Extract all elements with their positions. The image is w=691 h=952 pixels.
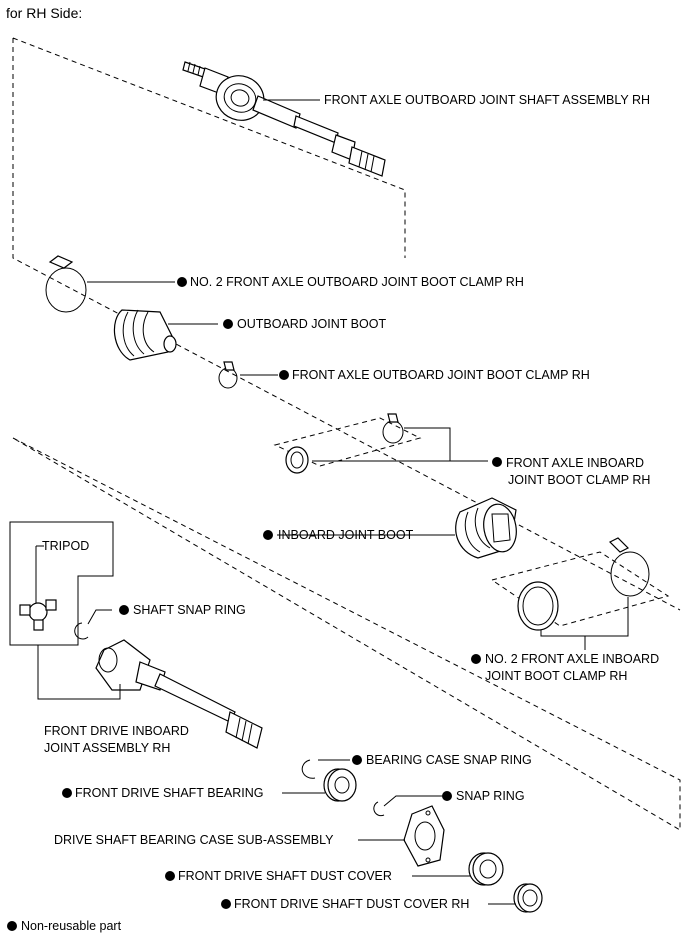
inboard-group-dashed-outline [12, 437, 681, 831]
outboard-joint-shaft-icon [182, 61, 386, 177]
non-reusable-marker [165, 871, 175, 881]
label-inboard-clamp-line2: JOINT BOOT CLAMP RH [508, 473, 650, 487]
non-reusable-marker [177, 277, 187, 287]
snap-ring-icon [373, 801, 385, 817]
label-snap-ring: SNAP RING [456, 789, 525, 803]
inboard-joint-assembly-icon [95, 639, 263, 749]
label-inboard-joint-line2: JOINT ASSEMBLY RH [44, 741, 170, 755]
label-tripod: TRIPOD [42, 539, 89, 553]
label-shaft-bearing: FRONT DRIVE SHAFT BEARING [75, 786, 263, 800]
label-outboard-boot: OUTBOARD JOINT BOOT [237, 317, 386, 331]
non-reusable-marker [62, 788, 72, 798]
bearing-case-snap-ring-icon [301, 759, 316, 779]
label-no2-outboard-clamp: NO. 2 FRONT AXLE OUTBOARD JOINT BOOT CLA… [190, 275, 524, 289]
non-reusable-marker [119, 605, 129, 615]
label-dust-cover-rh: FRONT DRIVE SHAFT DUST COVER RH [234, 897, 469, 911]
label-outboard-shaft: FRONT AXLE OUTBOARD JOINT SHAFT ASSEMBLY… [324, 93, 650, 107]
inboard-boot-clamp-icon [285, 413, 404, 474]
inboard-joint-boot-icon [455, 497, 517, 559]
label-dust-cover: FRONT DRIVE SHAFT DUST COVER [178, 869, 392, 883]
non-reusable-marker [221, 899, 231, 909]
non-reusable-marker [471, 654, 481, 664]
label-outboard-clamp: FRONT AXLE OUTBOARD JOINT BOOT CLAMP RH [292, 368, 590, 382]
label-no2-inboard-clamp-line1: NO. 2 FRONT AXLE INBOARD [485, 652, 659, 666]
legend-marker [7, 921, 17, 931]
tripod-box [9, 521, 114, 646]
label-bearing-case: DRIVE SHAFT BEARING CASE SUB-ASSEMBLY [54, 833, 334, 847]
diagram-header: for RH Side: [6, 5, 82, 21]
legend-text: Non-reusable part [21, 919, 122, 933]
tripod-icon [19, 599, 57, 631]
no2-outboard-boot-clamp-icon [45, 255, 87, 313]
label-shaft-snap-ring: SHAFT SNAP RING [133, 603, 246, 617]
dust-cover-rh-icon [513, 883, 543, 913]
non-reusable-marker [223, 319, 233, 329]
non-reusable-marker [279, 370, 289, 380]
non-reusable-marker [492, 457, 502, 467]
outboard-group-dashed-outline [12, 37, 681, 611]
label-inboard-boot: INBOARD JOINT BOOT [278, 528, 414, 542]
outboard-joint-boot-icon [113, 309, 177, 361]
outboard-boot-clamp-icon [218, 361, 238, 389]
non-reusable-marker [442, 791, 452, 801]
no2-inboard-boot-clamp-icon [517, 537, 650, 631]
label-no2-inboard-clamp-line2: JOINT BOOT CLAMP RH [485, 669, 627, 683]
shaft-snap-ring-icon [74, 622, 89, 640]
label-inboard-clamp-line1: FRONT AXLE INBOARD [506, 456, 644, 470]
shaft-bearing-icon [323, 768, 357, 802]
non-reusable-marker [263, 530, 273, 540]
bearing-case-icon [403, 805, 445, 867]
label-bearing-case-snap-ring: BEARING CASE SNAP RING [366, 753, 532, 767]
dust-cover-icon [468, 852, 504, 886]
label-inboard-joint-line1: FRONT DRIVE INBOARD [44, 724, 189, 738]
non-reusable-marker [352, 755, 362, 765]
